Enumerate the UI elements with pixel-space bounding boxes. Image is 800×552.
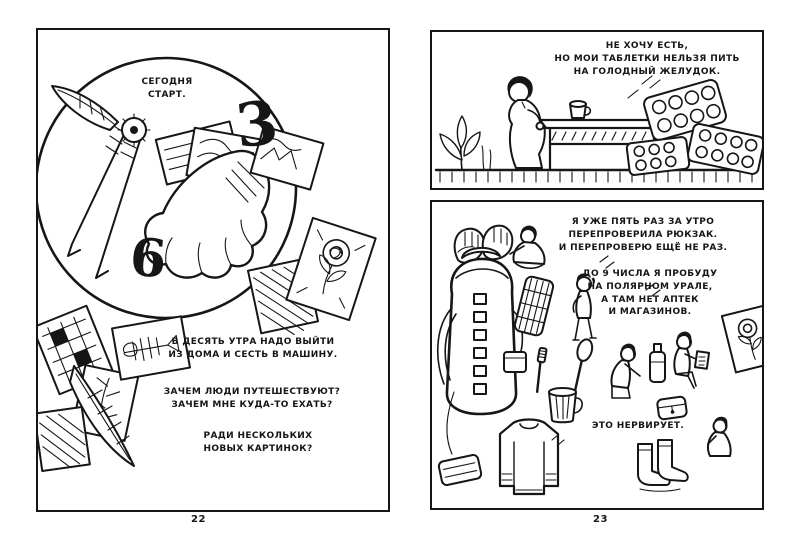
caption-recheck: Я УЖЕ ПЯТЬ РАЗ ЗА УТРО ПЕРЕПРОВЕРИЛА РЮК… [558,217,728,253]
left-page-artwork [38,56,377,473]
medallion-icon [117,113,151,147]
sweater-icon [498,418,560,496]
clock-numeral-3: 3 [232,88,282,162]
ground-icon [434,168,760,183]
postcard-hatch-left-icon [38,405,91,473]
page-number-left: 22 [191,514,206,525]
plant-icon [439,115,492,171]
sleeping-pad-icon [437,454,483,486]
pouch-icon [656,395,688,421]
clock-numeral-6: 6 [127,226,169,291]
hatch-accents-icon [551,255,661,446]
caption-breakfast: НЕ ХОЧУ ЕСТЬ, НО МОИ ТАБЛЕТКИ НЕЛЬЗЯ ПИТ… [554,41,740,77]
hand-icon [144,149,271,279]
postcard-rose-icon [285,216,377,322]
figure-crouching-icon [706,416,732,457]
cup-icon [569,100,592,119]
bottle-icon [649,343,666,383]
packing-artwork [436,224,762,496]
backpack-icon [436,247,524,455]
mug-icon [548,387,583,424]
caption-why-travel: ЗАЧЕМ ЛЮДИ ПУТЕШЕСТВУЮТ? ЗАЧЕМ МНЕ КУДА-… [163,387,341,410]
feather-bottom-icon [69,365,135,467]
caption-pictures: РАДИ НЕСКОЛЬКИХ НОВЫХ КАРТИНОК? [203,431,313,454]
caption-nervous: ЭТО НЕРВИРУЕТ. [591,421,685,431]
knit-scarf-icon [513,275,555,337]
spoon-icon [573,338,594,395]
boots-icon [637,439,689,492]
figure-standing-icon [572,273,597,341]
figure-kneeling-icon [610,343,641,399]
feather-top-icon [51,85,119,131]
right-top-panel: НЕ ХОЧУ ЕСТЬ, НО МОИ ТАБЛЕТКИ НЕЛЬЗЯ ПИТ… [430,30,764,190]
caption-morning: В ДЕСЯТЬ УТРА НАДО ВЫЙТИ ИЗ ДОМА И СЕСТЬ… [168,337,338,360]
caption-today-start: СЕГОДНЯ СТАРТ. [141,77,193,100]
page-number-right: 23 [593,514,608,525]
caption-ural: ДО 9 ЧИСЛА Я ПРОБУДУ НА ПОЛЯРНОМ УРАЛЕ, … [582,269,718,318]
postcard-landscape-icon [249,125,325,191]
postcard-fish-icon [111,315,191,381]
figure-sitting-icon [509,225,546,270]
left-page-panel: СЕГОДНЯ СТАРТ. 3 6 В ДЕСЯТЬ УТРА НАДО ВЫ… [36,28,390,512]
jar-icon [503,351,527,373]
right-bottom-panel: Я УЖЕ ПЯТЬ РАЗ ЗА УТРО ПЕРЕПРОВЕРИЛА РЮК… [430,200,764,510]
person-crouching-icon [507,76,546,169]
breakfast-artwork [434,75,762,183]
figure-reading-icon [673,331,711,389]
toothbrush-icon [535,346,548,394]
postcard-rose-icon [720,304,762,374]
pill-blisters-icon [625,75,762,176]
